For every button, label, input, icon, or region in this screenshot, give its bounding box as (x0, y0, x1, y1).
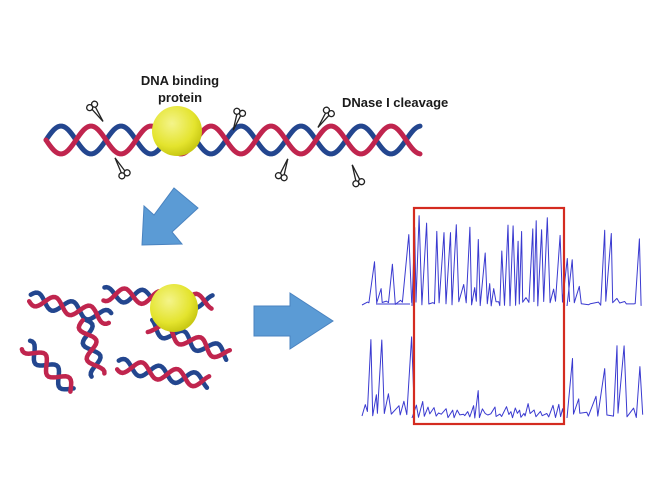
protein-label: DNA binding protein (120, 72, 240, 106)
trace-upper-right (566, 229, 642, 307)
trace-lower-box (411, 390, 565, 419)
fragment-strand-blue-5 (116, 356, 210, 390)
scissors-group (86, 100, 366, 188)
right-arrow-icon (253, 292, 334, 350)
fragment-strand-red-4 (19, 346, 74, 394)
scissors-blade-b (317, 115, 330, 128)
trace-upper-box (411, 215, 571, 307)
protein-label-line1: DNA binding (140, 73, 220, 88)
protein-ball-icon (152, 106, 202, 156)
scissors-blade-a (114, 157, 126, 172)
fragment-strand-red-3 (145, 322, 233, 360)
dnase-label: DNase I cleavage (342, 95, 449, 110)
scissors-blade-b (279, 158, 289, 174)
fragment-strand-blue-4 (27, 338, 76, 392)
scissors-blade-b (94, 106, 104, 122)
scissors-icon (317, 106, 335, 128)
scissors-handle-a (322, 106, 331, 114)
footprint-highlight-box (412, 206, 566, 426)
scissors-icon (86, 100, 104, 122)
scissors-handle-b (118, 172, 126, 180)
scissors-handle-b (90, 100, 99, 108)
fragment-strand-red-0 (26, 294, 112, 327)
scissors-blade-b (114, 157, 122, 173)
trace-lower-right (566, 345, 644, 419)
scissors-icon (351, 164, 366, 188)
dna-fragments (19, 284, 233, 394)
dna-strand-blue (43, 123, 423, 157)
scissors-blade-b (232, 115, 242, 131)
dna-strand-red (43, 123, 423, 157)
scissors-blade-a (351, 164, 361, 180)
down-arrow-icon (141, 187, 199, 246)
scissors-handle-b (327, 109, 335, 118)
scissors-handle-b (238, 109, 247, 117)
scissors-icon (232, 107, 247, 131)
fragment-strand-red-2 (76, 318, 107, 376)
scissors-icon (114, 157, 131, 180)
scissors-blade-a (317, 112, 327, 128)
scissors-blade-a (91, 109, 104, 122)
protein-label-line2: protein (157, 90, 203, 105)
fragment-strand-red-5 (114, 360, 212, 389)
electropherogram-traces (361, 206, 644, 426)
dna-helix-main (43, 106, 423, 157)
trace-upper-left (361, 234, 413, 306)
scissors-blade-a (232, 114, 238, 131)
scissors-icon (274, 158, 289, 182)
arrows-group (141, 187, 334, 350)
scissors-handle-b (274, 172, 283, 180)
scissors-handle-b (352, 180, 360, 188)
trace-lower-left (361, 336, 415, 417)
scissors-blade-a (283, 158, 289, 175)
protein-ball-bound-icon (150, 284, 198, 332)
scissors-blade-b (351, 164, 357, 181)
